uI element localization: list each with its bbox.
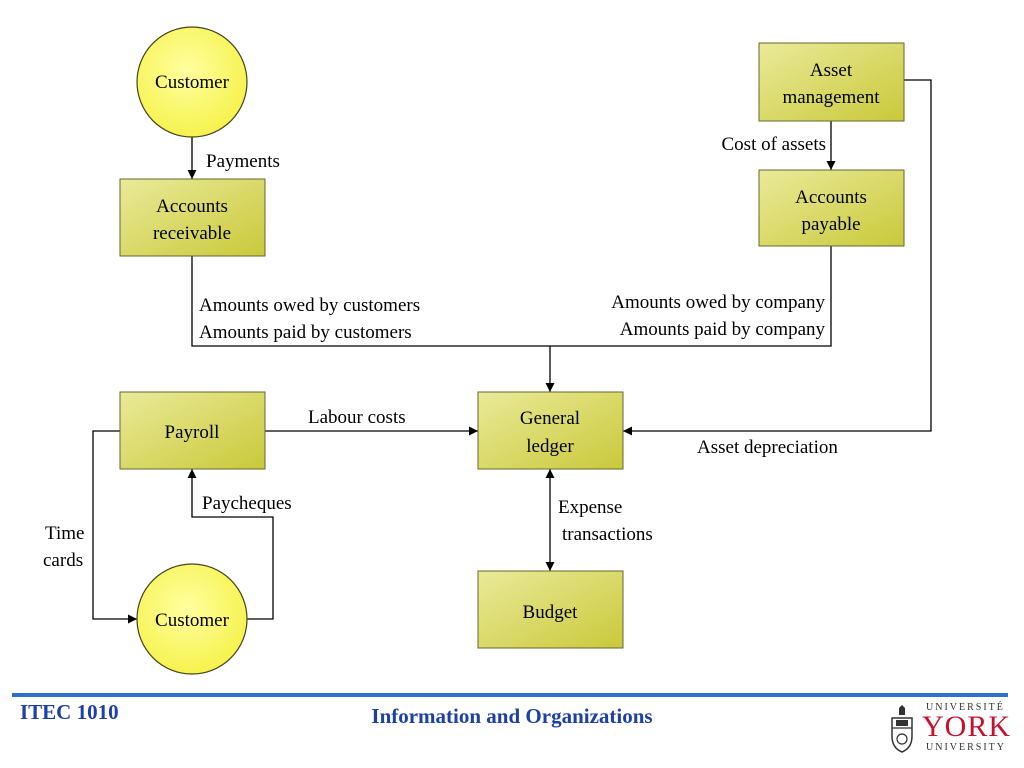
flow-label-expense: Expense bbox=[558, 497, 622, 518]
flow-label-asset-depreciation: Asset depreciation bbox=[697, 437, 838, 458]
accounts-payable-label-2: payable bbox=[801, 214, 860, 235]
node-budget: Budget bbox=[477, 570, 624, 649]
node-accounts-receivable: Accounts receivable bbox=[119, 178, 266, 257]
edge-receivable-to-ledger bbox=[191, 246, 832, 347]
asset-management-label-1: Asset bbox=[810, 60, 853, 81]
general-ledger-label-2: ledger bbox=[526, 436, 574, 457]
node-accounts-payable: Accounts payable bbox=[758, 169, 905, 247]
customer-top-label: Customer bbox=[155, 72, 230, 93]
budget-label: Budget bbox=[523, 602, 579, 623]
course-code: ITEC 1010 bbox=[20, 700, 119, 724]
data-flow-diagram: Customer Accounts receivable Asset manag… bbox=[43, 26, 932, 675]
crest-icon bbox=[891, 705, 913, 753]
footer-rule bbox=[12, 693, 1008, 697]
flow-label-time: Time bbox=[45, 523, 84, 544]
flow-label-cost-of-assets: Cost of assets bbox=[722, 134, 827, 155]
node-asset-management: Asset management bbox=[758, 42, 905, 122]
edge-asset-depreciation bbox=[623, 79, 932, 436]
edge-paycheques bbox=[187, 469, 274, 620]
asset-management-label-2: management bbox=[782, 87, 880, 108]
accounts-receivable-label-2: receivable bbox=[153, 223, 231, 244]
logo-universite-text: UNIVERSITÉ bbox=[926, 702, 1005, 713]
edge-timecards bbox=[92, 430, 137, 624]
flow-label-amounts-paid-company: Amounts paid by company bbox=[620, 319, 826, 340]
accounts-receivable-label-1: Accounts bbox=[156, 196, 228, 217]
customer-bottom-label: Customer bbox=[155, 610, 230, 631]
flow-label-amounts-owed-company: Amounts owed by company bbox=[611, 292, 825, 313]
node-customer-top: Customer bbox=[136, 26, 248, 138]
general-ledger-label-1: General bbox=[520, 408, 580, 429]
flow-label-payments: Payments bbox=[206, 151, 280, 172]
logo-york-text: YORK bbox=[922, 710, 1012, 743]
accounts-payable-label-1: Accounts bbox=[795, 187, 867, 208]
course-title: Information and Organizations bbox=[371, 704, 653, 728]
payroll-label: Payroll bbox=[165, 422, 220, 443]
node-payroll: Payroll bbox=[119, 391, 266, 470]
york-university-logo: UNIVERSITÉ YORK UNIVERSITY bbox=[884, 700, 1010, 758]
logo-university-text: UNIVERSITY bbox=[926, 742, 1006, 753]
node-customer-bottom: Customer bbox=[136, 563, 248, 675]
flow-label-labour-costs: Labour costs bbox=[308, 407, 406, 428]
node-general-ledger: General ledger bbox=[477, 391, 624, 470]
flow-label-amounts-paid-customers: Amounts paid by customers bbox=[199, 322, 412, 343]
flow-label-paycheques: Paycheques bbox=[202, 493, 292, 514]
flow-label-cards: cards bbox=[43, 550, 83, 571]
flow-label-transactions: transactions bbox=[562, 524, 653, 545]
flow-label-amounts-owed-customers: Amounts owed by customers bbox=[199, 295, 420, 316]
